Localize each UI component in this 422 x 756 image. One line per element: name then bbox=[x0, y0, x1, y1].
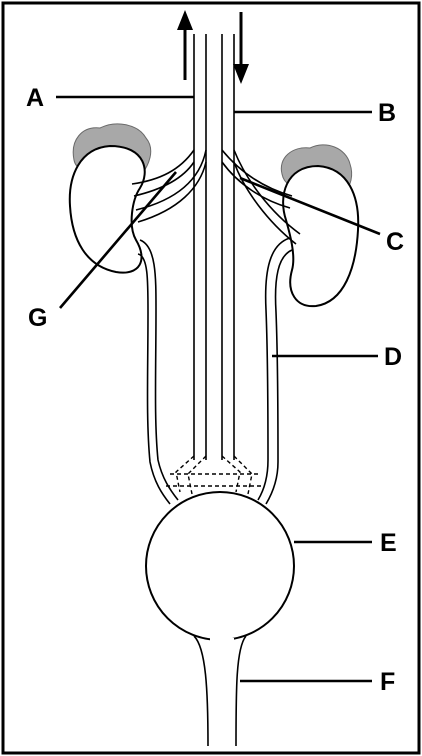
label-e: E bbox=[380, 529, 397, 557]
label-d: D bbox=[384, 343, 402, 371]
label-b: B bbox=[378, 99, 396, 127]
label-f: F bbox=[380, 668, 395, 696]
label-c: C bbox=[386, 228, 404, 256]
label-g: G bbox=[28, 304, 47, 332]
label-a: A bbox=[26, 84, 44, 112]
bladder bbox=[146, 492, 294, 640]
